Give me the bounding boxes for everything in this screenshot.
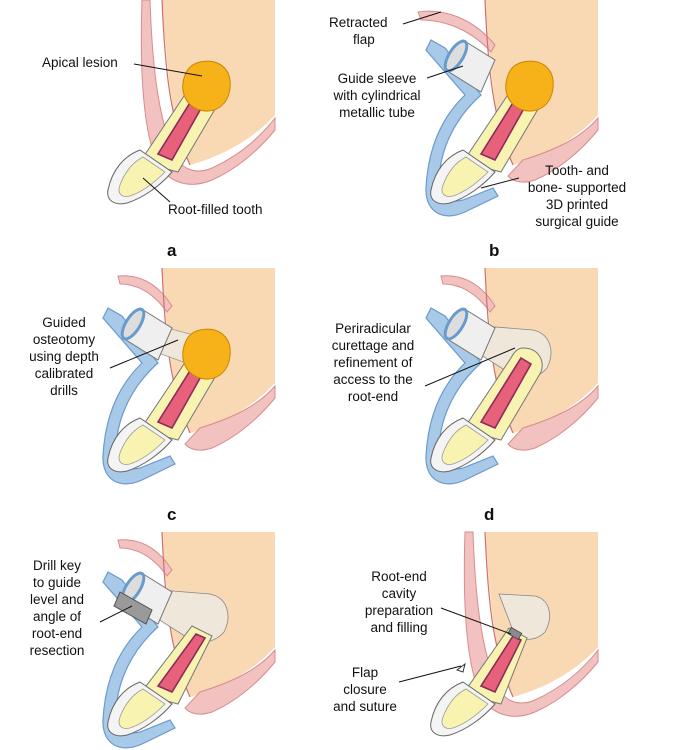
apical-lesion — [182, 60, 231, 112]
label-e-4: angle of — [33, 609, 81, 624]
suture — [455, 662, 466, 673]
label-apical-lesion: Apical lesion — [42, 55, 118, 70]
leader-flap — [402, 11, 442, 25]
gingiva — [507, 116, 599, 183]
crown-dentin — [118, 688, 166, 729]
label-f-4: and filling — [370, 620, 427, 635]
label-d-1: Periradicular — [335, 321, 411, 336]
leader-sleeve — [426, 65, 464, 79]
panel-letter-b: b — [489, 241, 499, 260]
label-e-1: Drill key — [33, 558, 81, 573]
label-d-4: access to the — [333, 372, 413, 387]
label-c-4: calibrated — [35, 366, 94, 381]
label-root-filled-tooth: Root-filled tooth — [168, 202, 263, 217]
label-c-1: Guided — [42, 315, 86, 330]
label-f-7: and suture — [333, 699, 397, 714]
leader-curettage — [424, 347, 516, 387]
gingiva — [184, 384, 276, 451]
panel-b: Retracted flap Guide sleeve with cylindr… — [329, 0, 626, 260]
gingiva-retracted — [440, 275, 496, 313]
panel-letter-d: d — [484, 505, 494, 524]
label-flap: flap — [353, 32, 375, 47]
label-e-3: level and — [30, 592, 84, 607]
label-guide-2: bone- supported — [528, 180, 626, 195]
label-d-2: curettage and — [332, 338, 415, 353]
crown-dentin — [441, 156, 489, 197]
label-f-2: cavity — [382, 586, 417, 601]
gingiva-retracted — [417, 10, 496, 53]
label-d-3: refinement of — [334, 355, 413, 370]
panel-f: Root-end cavity preparation and filling … — [333, 531, 599, 737]
panel-c: Guided osteotomy using depth calibrated … — [29, 267, 276, 524]
label-e-6: resection — [30, 643, 85, 658]
label-retracted: Retracted — [329, 15, 388, 30]
leader-guide — [480, 177, 520, 189]
label-guide-1: Tooth- and — [545, 163, 609, 178]
crown-dentin — [118, 424, 166, 465]
sleeve-opening — [443, 39, 469, 73]
label-f-1: Root-end — [371, 569, 427, 584]
label-f-5: Flap — [352, 665, 378, 680]
sleeve-opening — [443, 307, 469, 341]
crown-dentin — [441, 688, 489, 729]
label-f-6: closure — [343, 682, 387, 697]
label-guide-3: 3D printed — [546, 197, 608, 212]
apical-lesion — [182, 328, 231, 380]
root-filling — [156, 633, 207, 694]
crown-dentin — [441, 424, 489, 465]
crown-dentin — [118, 156, 166, 197]
leader-apical — [133, 63, 203, 77]
label-guide-4: surgical guide — [535, 214, 618, 229]
gingiva-retracted — [117, 539, 173, 577]
panel-d: Periradicular curettage and refinement o… — [332, 267, 599, 524]
label-c-3: using depth — [29, 349, 99, 364]
label-sleeve-3: metallic tube — [339, 105, 415, 120]
panel-a: Apical lesion Root-filled tooth a — [42, 0, 276, 260]
apical-lesion — [505, 60, 554, 112]
leader-osteotomy — [109, 339, 179, 369]
leader-flap-closure — [398, 665, 462, 683]
label-e-2: to guide — [33, 575, 81, 590]
label-e-5: root-end — [32, 626, 82, 641]
leader-drill-key — [99, 605, 133, 623]
label-c-5: drills — [50, 383, 78, 398]
panel-e: Drill key to guide level and angle of ro… — [30, 531, 276, 749]
label-sleeve-1: Guide sleeve — [338, 71, 417, 86]
gingiva — [507, 384, 599, 451]
label-c-2: osteotomy — [33, 332, 96, 347]
root-filling — [479, 356, 533, 430]
gingiva — [184, 648, 276, 715]
sleeve-opening — [120, 307, 146, 341]
leader-root — [142, 177, 171, 203]
label-d-5: root-end — [348, 389, 398, 404]
panel-letter-c: c — [167, 505, 176, 524]
leader-root-end — [440, 607, 512, 635]
drill-key — [113, 591, 153, 625]
panel-letter-a: a — [167, 241, 177, 260]
gingiva-retracted — [117, 275, 173, 313]
root-end-filling — [507, 626, 523, 641]
label-f-3: preparation — [365, 603, 433, 618]
label-sleeve-2: with cylindrical — [332, 88, 420, 103]
